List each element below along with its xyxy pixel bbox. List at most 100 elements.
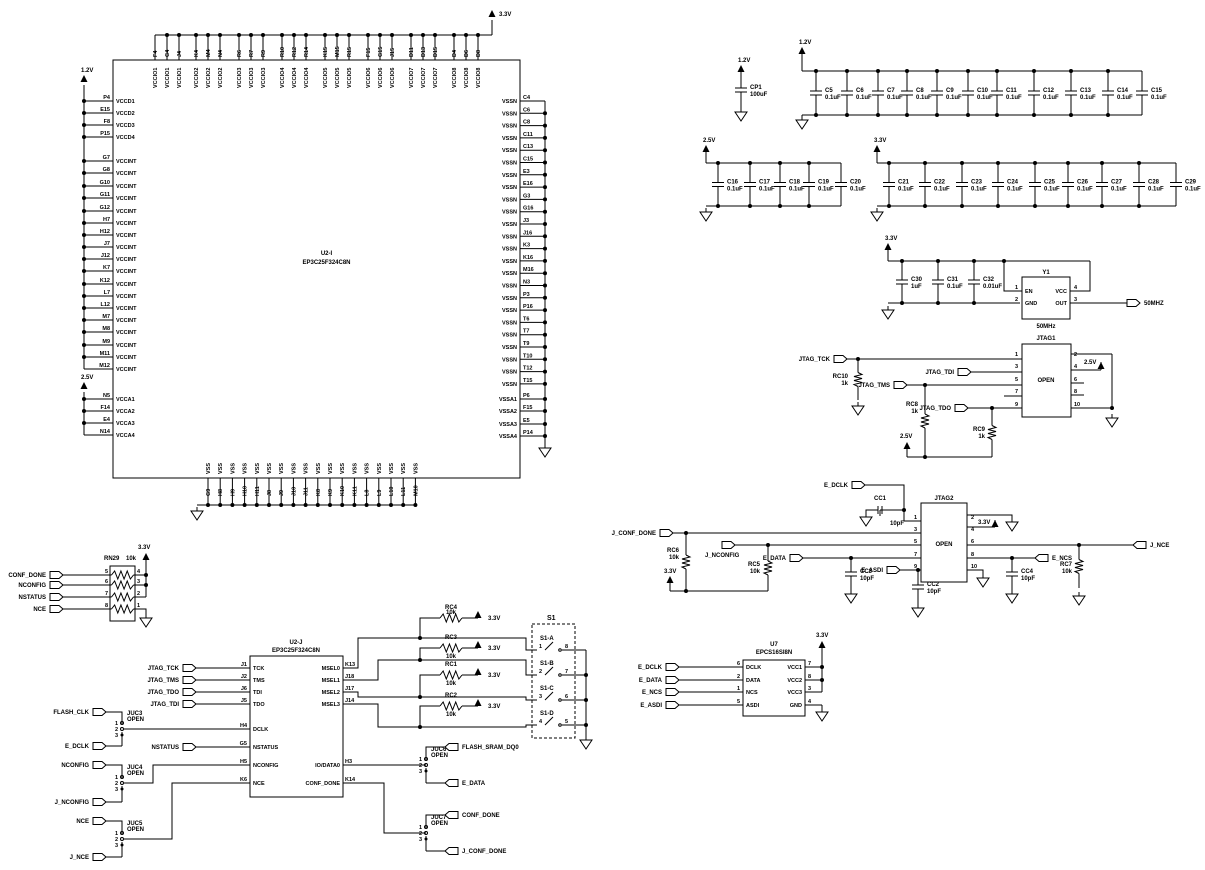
wire: [865, 509, 878, 517]
pin-number: R7: [249, 50, 255, 57]
pin-number: F15: [523, 405, 532, 411]
net-label-j-nconfig: J_NCONFIG: [705, 553, 740, 559]
offpage-connector-icon: [182, 664, 197, 672]
pin-name: ASDI: [746, 703, 760, 709]
cap-value: 10pF: [860, 576, 874, 582]
pin-number: 6: [737, 661, 740, 667]
cap-value: 0.1uF: [977, 95, 993, 101]
pin-name: VCCINT: [116, 159, 137, 165]
pin-name: CONF_DONE: [305, 781, 340, 787]
pin-number: C8: [523, 120, 530, 126]
pin-number: 3: [914, 527, 917, 533]
junction-dot: [1032, 69, 1036, 73]
pin-number: L11: [401, 487, 407, 496]
pin-name: VCCIO2: [218, 68, 224, 88]
pin-number: D4: [452, 49, 458, 57]
switch-pin-number: 2: [539, 669, 542, 675]
cap-ref: CP1: [750, 85, 762, 91]
junction-dot: [144, 573, 148, 577]
pin-number: 7: [105, 591, 108, 597]
pin-number: K13: [345, 662, 355, 668]
pin-number: M11: [100, 351, 110, 357]
ground-icon: [699, 211, 713, 222]
pin-name: VSS: [291, 463, 297, 474]
res-value: 10k: [446, 681, 457, 687]
jumper-pin-icon: [120, 787, 124, 791]
junction-dot: [972, 259, 976, 263]
junction-dot: [814, 69, 818, 73]
pin-name: OUT: [1055, 301, 1067, 307]
offpage-connector-icon: [92, 817, 107, 825]
pin-name: VCCINT: [116, 221, 137, 227]
net-label: J_CONF_DONE: [612, 531, 656, 537]
net-label: J_NCE: [1150, 543, 1169, 549]
pin-number: 6: [105, 579, 108, 585]
ground-icon: [859, 516, 873, 527]
junction-dot: [960, 161, 964, 165]
jumper-ref: JUC4: [127, 765, 143, 771]
resistor-rc2-icon: [439, 700, 463, 712]
net-label: JTAG_TMS: [147, 678, 179, 684]
u2j-part-number: EP3C25F324C8N: [272, 648, 320, 654]
cap-value: 0.1uF: [818, 187, 834, 193]
ground-icon: [851, 405, 865, 416]
pin-number: T7: [523, 329, 529, 335]
resistor-rc9-icon: [986, 425, 998, 440]
pin-number: H5: [240, 759, 247, 765]
offpage-connector-icon: [1132, 541, 1147, 549]
pin-name: VSSN: [502, 296, 517, 302]
junction-dot: [995, 113, 999, 117]
cap-ref: C32: [983, 277, 995, 283]
pin-number: K9: [328, 489, 334, 496]
net-label: J_NCONFIG: [55, 800, 90, 806]
pin-name: VSSN: [502, 333, 517, 339]
pin-name: DCLK: [746, 665, 761, 671]
pin-number: K11: [352, 486, 358, 496]
pin-number: 2: [137, 591, 140, 597]
jumper-pin-number: 2: [115, 781, 118, 787]
power-arrow-icon: [737, 65, 745, 72]
pin-number: K12: [100, 278, 110, 284]
pin-name: VCCA1: [116, 397, 135, 403]
pin-name: VCCIO6: [378, 68, 384, 88]
pin-name: VSS: [352, 463, 358, 474]
jumper-ref: JUC5: [127, 821, 143, 827]
offpage-connector-icon: [665, 663, 680, 671]
pin-number: N3: [523, 280, 530, 286]
pin-number: 7: [914, 552, 917, 558]
wire: [419, 705, 432, 727]
offpage-connector-icon: [182, 743, 197, 751]
net-label: JTAG_TDO: [147, 690, 179, 696]
pin-name: VSS: [243, 463, 249, 474]
switch-pin-number: 8: [565, 644, 568, 650]
pin-number: J2: [241, 674, 247, 680]
pin-name: VSS: [377, 463, 383, 474]
decoupling-block: 1.2VCP1100uF1.2VC50.1uFC60.1uFC70.1uFC80…: [699, 40, 1201, 222]
pin-name: VCCA2: [116, 409, 135, 415]
pin-name: VSSN: [502, 357, 517, 363]
power-arrow-icon: [991, 520, 999, 527]
pin-name: VCCIO1: [177, 68, 183, 88]
pin-number: 4: [1074, 364, 1078, 370]
pin-name: VSSN: [502, 284, 517, 290]
u2i-symbol-box: [112, 59, 521, 479]
offpage-connector-icon: [957, 368, 972, 376]
pin-name: VCCD4: [116, 135, 136, 141]
pin-name: VSS: [255, 463, 261, 474]
u7-symbol-box: [742, 659, 806, 717]
wire: [420, 696, 537, 701]
cap-value: 0.1uF: [946, 95, 962, 101]
ground-icon: [1005, 521, 1019, 532]
pin-name: EN: [1025, 289, 1033, 295]
cap-value: 10pF: [1021, 576, 1035, 582]
pin-number: J10: [291, 487, 297, 496]
power-arrow-icon: [474, 611, 482, 618]
power-arrow-icon: [474, 668, 482, 675]
pin-number: 4: [971, 527, 975, 533]
pin-name: VCC1: [787, 665, 802, 671]
pin-number: H4: [240, 723, 248, 729]
pin-number: K6: [240, 777, 247, 783]
pin-name: VCCIO7: [409, 68, 415, 88]
pin-number: G11: [100, 192, 110, 198]
junction-dot: [966, 69, 970, 73]
